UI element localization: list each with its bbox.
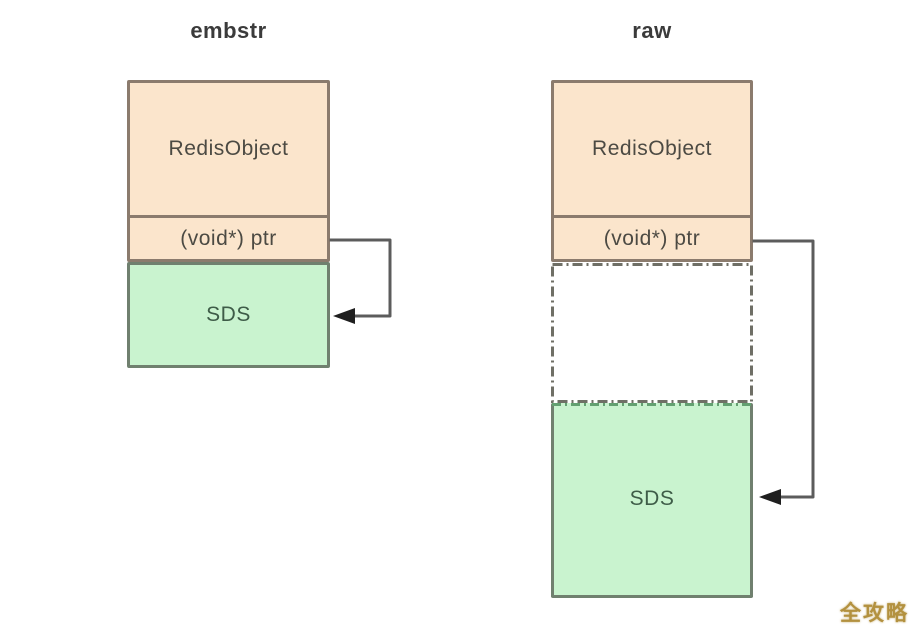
raw-ptr-section: (void*) ptr <box>554 218 750 259</box>
raw-redisobject-section: RedisObject <box>554 83 750 218</box>
embstr-sds-box: SDS <box>127 262 330 368</box>
raw-ptr-arrow-line <box>752 239 815 499</box>
raw-free-space-box <box>551 262 753 403</box>
raw-redisobject-box: RedisObject (void*) ptr <box>551 80 753 262</box>
embstr-redisobject-label: RedisObject <box>168 137 289 160</box>
raw-sds-label: SDS <box>629 487 675 510</box>
watermark-text: 全攻略 <box>840 602 909 625</box>
embstr-redisobject-box: RedisObject (void*) ptr <box>127 80 330 262</box>
raw-title: raw <box>632 18 672 43</box>
embstr-ptr-label: (void*) ptr <box>180 226 277 250</box>
raw-redisobject-label: RedisObject <box>592 137 712 160</box>
embstr-sds-label: SDS <box>206 303 251 326</box>
embstr-title: embstr <box>190 18 267 43</box>
embstr-redisobject-section: RedisObject <box>130 83 327 218</box>
embstr-ptr-arrowhead-icon <box>333 308 355 324</box>
embstr-ptr-section: (void*) ptr <box>130 218 327 259</box>
embstr-ptr-arrow-line <box>329 238 392 318</box>
raw-sds-box: SDS <box>551 403 753 598</box>
raw-ptr-label: (void*) ptr <box>603 226 701 250</box>
raw-ptr-arrowhead-icon <box>759 489 781 505</box>
